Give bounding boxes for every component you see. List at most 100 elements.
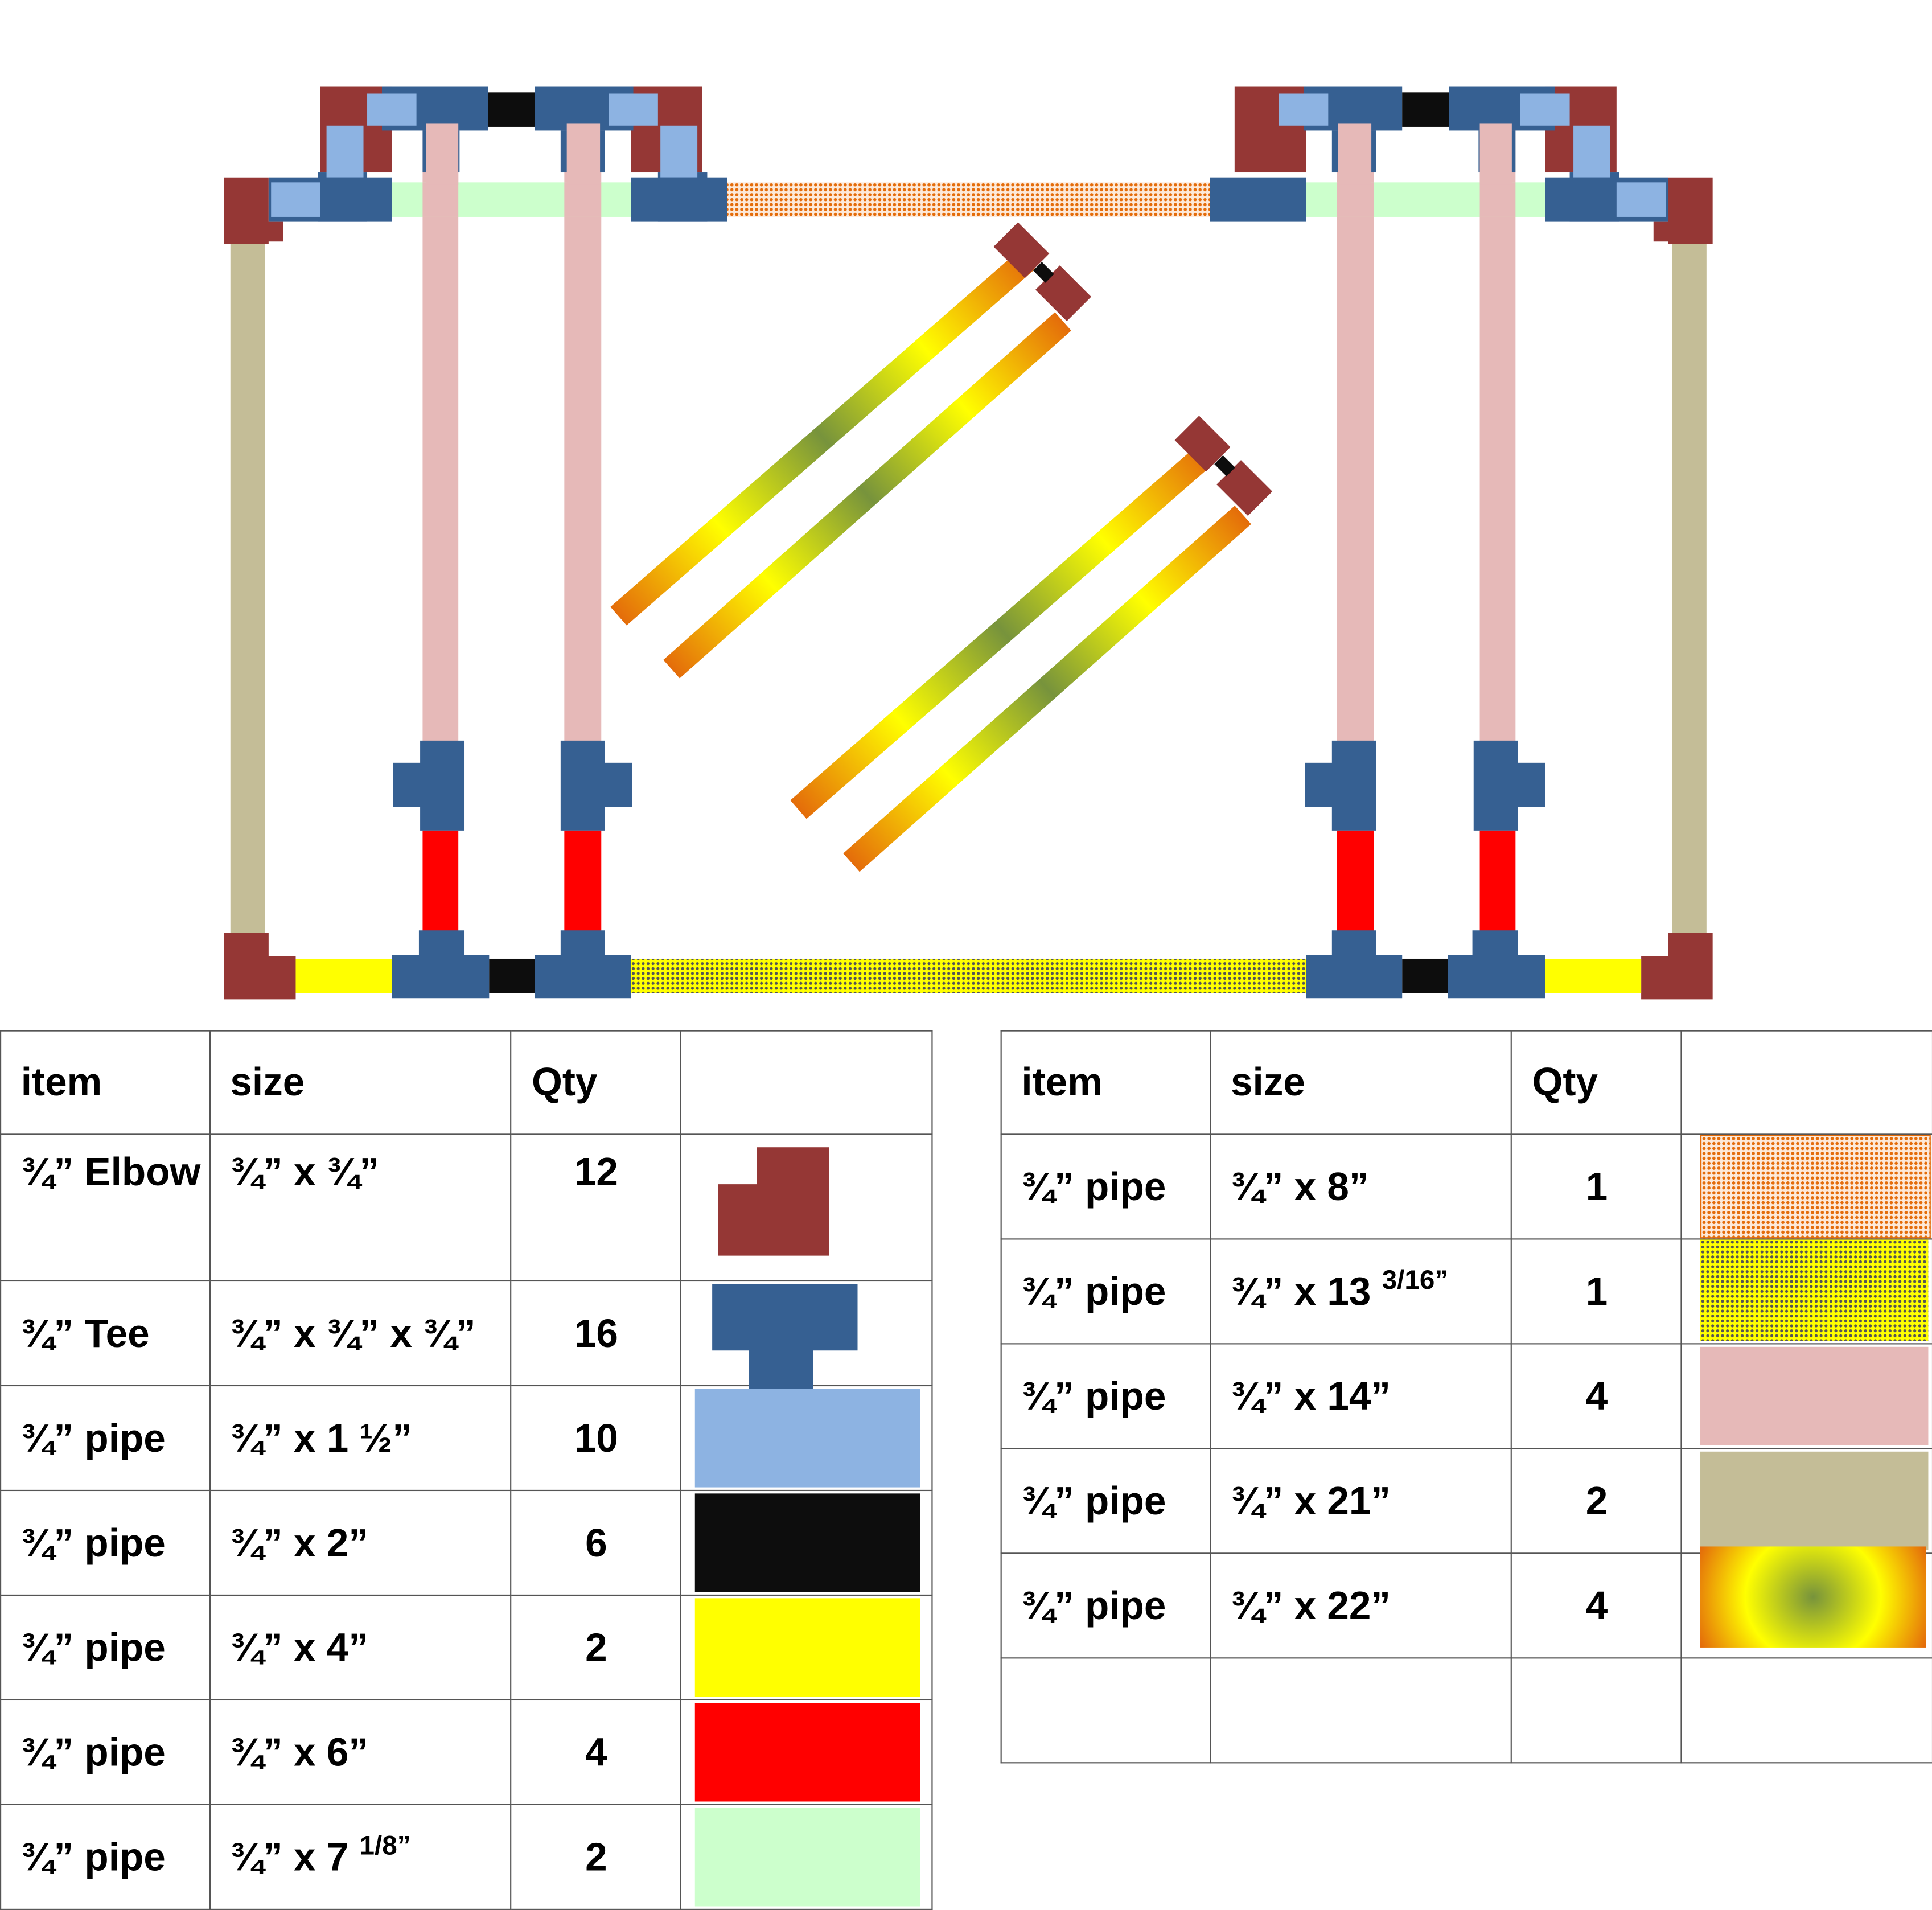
table-row: ¾” pipe ¾” x 21” 2 (1000, 1448, 1932, 1554)
pipe-1-5 (609, 93, 658, 126)
pipe-14 (564, 129, 602, 742)
qty-cell: 12 (511, 1133, 682, 1282)
pipe-14-swatch (1700, 1346, 1929, 1445)
column-header: size (209, 1030, 512, 1135)
size-cell (1210, 1657, 1512, 1764)
swatch-cell (680, 1804, 933, 1910)
elbow (1216, 460, 1273, 516)
swatch-cell (1681, 1448, 1932, 1554)
tee (420, 740, 465, 831)
column-header: Qty (511, 1030, 682, 1135)
elbow (993, 222, 1050, 278)
qty-cell: 2 (1511, 1448, 1683, 1554)
pipe-22 (843, 506, 1251, 872)
pipe-frame-diagram (224, 86, 1713, 1000)
elbow-swatch (718, 1147, 830, 1256)
tee (560, 740, 605, 831)
tee (392, 930, 490, 999)
column-header (1681, 1030, 1932, 1135)
size-text: ¾” x 1 ½” (230, 1415, 412, 1460)
qty-cell: 16 (511, 1280, 682, 1387)
size-text: ¾” x 6” (230, 1729, 368, 1774)
swatch-cell (1681, 1657, 1932, 1764)
left-frame (224, 86, 1306, 1000)
qty-cell: 4 (511, 1699, 682, 1805)
item-cell: ¾” Elbow (0, 1133, 211, 1282)
qty-cell: 1 (1511, 1133, 1683, 1240)
size-cell: ¾” x 7 1/8” (209, 1804, 512, 1910)
pipe-13-3-16-swatch (1700, 1239, 1929, 1341)
swatch-cell (1681, 1238, 1932, 1345)
qty-cell: 2 (511, 1594, 682, 1701)
swatch-cell (1681, 1546, 1932, 1659)
swatch-cell (680, 1489, 933, 1596)
swatch-cell (680, 1280, 933, 1390)
pipe-8-swatch (1700, 1135, 1931, 1239)
item-cell: ¾” Tee (0, 1280, 211, 1387)
column-header: item (0, 1030, 211, 1135)
table-row: ¾” pipe ¾” x 6” 4 (0, 1699, 933, 1805)
pipe-4-swatch (695, 1598, 921, 1697)
size-text: ¾” x 22” (1230, 1583, 1391, 1628)
size-text: ¾” x 8” (1230, 1164, 1369, 1209)
tee-swatch (712, 1284, 858, 1390)
size-fraction: 1/8” (359, 1829, 411, 1860)
qty-cell: 1 (1511, 1238, 1683, 1345)
size-text: ¾” x 13 (1230, 1268, 1382, 1313)
swatch-cell (680, 1133, 933, 1282)
qty-cell: 10 (511, 1385, 682, 1492)
pipe-21-left (230, 241, 265, 934)
size-cell: ¾” x 6” (209, 1699, 512, 1805)
size-cell: ¾” x 21” (1210, 1448, 1512, 1554)
pipe-2 (489, 958, 535, 993)
size-text: ¾” x ¾” (230, 1149, 380, 1194)
swatch-cell (680, 1699, 933, 1805)
item-cell: ¾” pipe (0, 1385, 211, 1492)
tee (535, 930, 631, 999)
pipe-2 (488, 92, 535, 127)
item-cell: ¾” pipe (1000, 1448, 1211, 1554)
pipe-6-swatch (695, 1703, 921, 1802)
table-row: ¾” Elbow ¾” x ¾” 12 (0, 1133, 933, 1282)
size-text: ¾” x 2” (230, 1519, 368, 1564)
item-cell: ¾” pipe (1000, 1238, 1211, 1345)
size-cell: ¾” x ¾” x ¾” (209, 1280, 512, 1387)
elbow (1035, 265, 1091, 322)
item-cell (1000, 1657, 1211, 1764)
qty-cell: 4 (1511, 1343, 1683, 1449)
pipe-22 (610, 250, 1035, 626)
pipe-22 (663, 312, 1071, 679)
size-cell: ¾” x 2” (209, 1489, 512, 1596)
pipe-2-swatch (695, 1493, 921, 1592)
qty-cell: 2 (511, 1804, 682, 1910)
column-header (680, 1030, 933, 1135)
pipe-1-5 (271, 182, 320, 217)
size-cell: ¾” x 1 ½” (209, 1385, 512, 1492)
diagonal-pipes (610, 222, 1273, 872)
item-cell: ¾” pipe (0, 1699, 211, 1805)
swatch-cell (1681, 1133, 1932, 1240)
pipe-21-swatch (1700, 1451, 1929, 1550)
pipe-1-5 (367, 93, 417, 126)
size-text: ¾” x 21” (1230, 1478, 1391, 1523)
column-header: item (1000, 1030, 1211, 1135)
pipe-13-3-16 (631, 958, 1306, 993)
size-cell: ¾” x 13 3/16” (1210, 1238, 1512, 1345)
item-cell: ¾” pipe (0, 1489, 211, 1596)
size-text: ¾” x 14” (1230, 1373, 1391, 1418)
elbow (1174, 416, 1231, 472)
size-cell: ¾” x 4” (209, 1594, 512, 1701)
pipe-4 (295, 958, 392, 993)
swatch-cell (1681, 1343, 1932, 1449)
size-cell: ¾” x 22” (1210, 1552, 1512, 1659)
size-text: ¾” x 4” (230, 1624, 368, 1669)
pipe-6 (422, 830, 459, 932)
elbow (224, 933, 296, 1000)
